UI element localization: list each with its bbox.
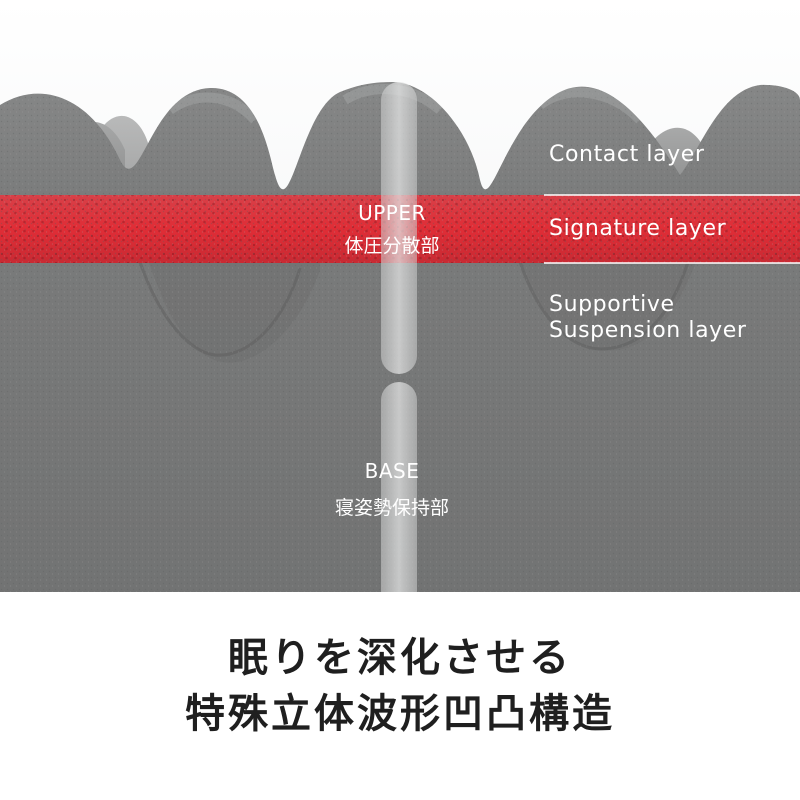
base-zone-title: BASE	[364, 459, 420, 483]
supportive-label-line-2: Suspension layer	[549, 318, 747, 343]
signature-layer-label: Signature layer	[549, 216, 727, 241]
upper-zone-title: UPPER	[358, 201, 426, 225]
headline: 眠りを深化させる 特殊立体波形凹凸構造	[0, 630, 800, 742]
upper-zone-subtitle: 体圧分散部	[344, 235, 440, 257]
contact-layer-label: Contact layer	[549, 142, 705, 167]
supportive-label-line-1: Supportive	[549, 292, 675, 317]
foam-cross-section-illustration	[0, 0, 800, 592]
base-zone-subtitle: 寝姿勢保持部	[334, 497, 449, 519]
headline-line-2: 特殊立体波形凹凸構造	[185, 691, 615, 737]
headline-line-1: 眠りを深化させる	[228, 635, 572, 681]
supportive-layer-label: Supportive Suspension layer	[549, 292, 747, 344]
